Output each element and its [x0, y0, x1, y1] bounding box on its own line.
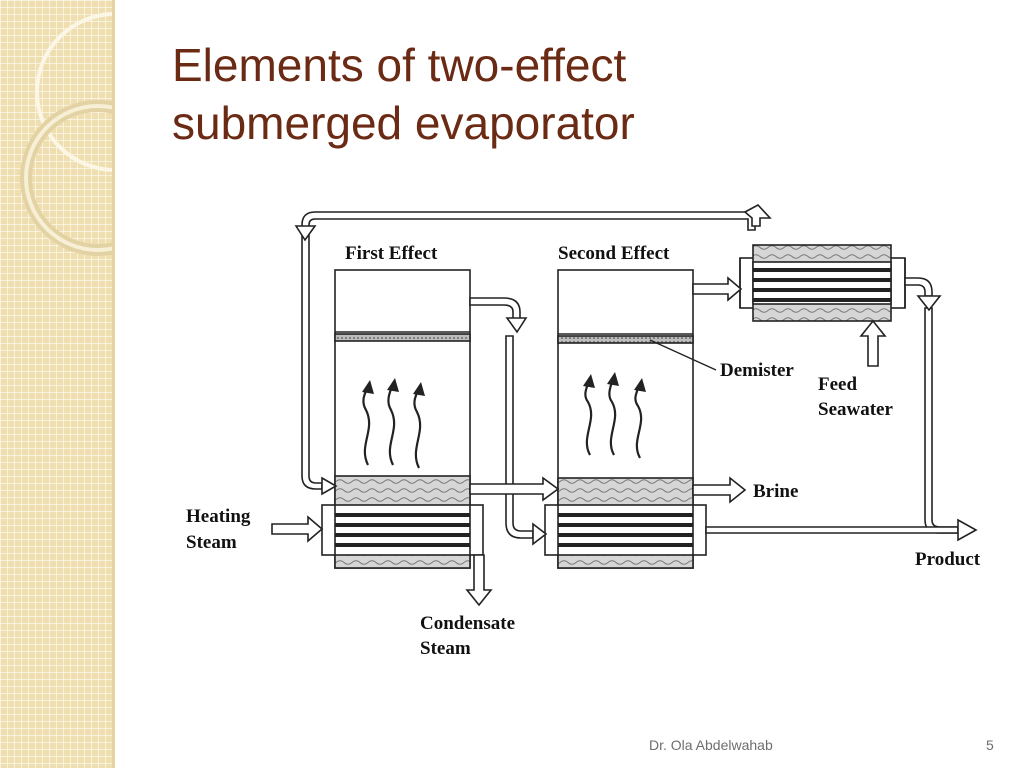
heating-steam-arrow: [271, 515, 324, 543]
label-feed-line2: Seawater: [818, 399, 893, 420]
first-effect-demister: [334, 333, 471, 342]
vapor-transfer-pipe: [469, 297, 534, 539]
decorative-sidebar: [0, 0, 112, 768]
slide-title: Elements of two-effect submerged evapora…: [172, 36, 635, 152]
recycle-arrow-up: [743, 204, 772, 227]
label-feed-line1: Feed: [818, 374, 857, 395]
title-line-2: submerged evaporator: [172, 97, 635, 149]
label-condensate-line2: Steam: [420, 638, 471, 659]
label-product: Product: [915, 549, 981, 570]
footer-page-number: 5: [986, 737, 994, 753]
title-line-1: Elements of two-effect: [172, 39, 627, 91]
sidebar-rings: [20, 12, 112, 256]
label-heating-line1: Heating: [186, 506, 251, 527]
ring-upper: [35, 12, 112, 172]
sidebar-divider: [112, 0, 115, 768]
recycle-arrow-left: [294, 225, 317, 242]
product-arrow: [957, 518, 978, 542]
label-condensate-line1: Condensate: [420, 613, 515, 634]
recycle-pipe: [301, 211, 756, 490]
label-heating-line2: Steam: [186, 532, 237, 553]
condensate-out-arrow: [465, 554, 493, 607]
label-demister: Demister: [720, 360, 794, 381]
second-effect-tube-bundle: [544, 504, 707, 556]
recycle-arrow-into-first: [321, 476, 338, 496]
footer-author: Dr. Ola Abdelwahab: [649, 737, 773, 753]
feed-seawater-arrow: [859, 319, 887, 367]
label-second-effect: Second Effect: [558, 243, 670, 264]
product-pipe: [705, 277, 959, 534]
ring-lower-highlight: [24, 104, 112, 252]
second-effect-demister: [557, 335, 694, 344]
demister-leader-line: [649, 339, 717, 371]
label-first-effect: First Effect: [345, 243, 438, 264]
brine-transfer-pipe: [469, 476, 560, 502]
label-brine: Brine: [753, 481, 798, 502]
second-vapor-to-condenser: [692, 276, 743, 302]
brine-out-arrow: [692, 476, 747, 504]
first-effect-tube-bundle: [321, 504, 484, 556]
